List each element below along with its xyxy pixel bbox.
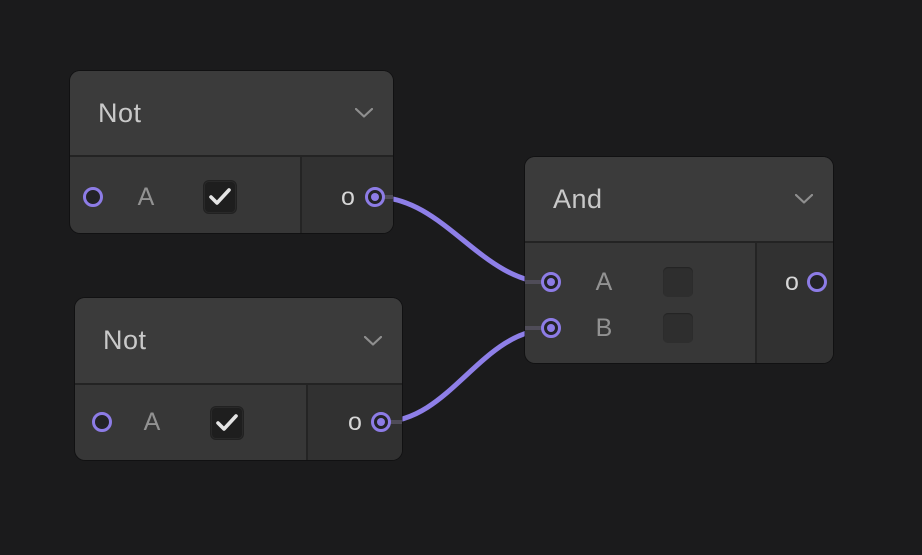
input-label: A <box>595 268 613 296</box>
checkbox-input-b[interactable] <box>663 313 693 343</box>
output-label: o <box>785 268 799 296</box>
node-title: Not <box>98 97 142 128</box>
section-divider <box>300 157 302 233</box>
node-header[interactable]: And <box>525 157 833 243</box>
node-title: Not <box>103 325 147 355</box>
node-header[interactable]: Not <box>70 71 393 157</box>
output-port-o[interactable] <box>371 412 391 432</box>
checkbox-input-a[interactable] <box>204 181 236 213</box>
output-label: o <box>348 408 362 436</box>
input-label: A <box>143 408 161 436</box>
checkbox-input-a[interactable] <box>211 407 243 439</box>
input-label: B <box>595 314 613 342</box>
output-section <box>757 243 833 363</box>
output-port-o[interactable] <box>365 187 385 207</box>
node-not-1[interactable]: Not A o <box>70 71 393 233</box>
chevron-down-icon[interactable] <box>364 335 382 346</box>
output-label: o <box>341 183 355 211</box>
checkmark-icon <box>216 414 238 431</box>
checkbox-input-a[interactable] <box>663 267 693 297</box>
checkmark-icon <box>209 188 231 205</box>
chevron-down-icon[interactable] <box>355 108 373 118</box>
wire-stub <box>525 280 551 284</box>
section-divider <box>755 243 757 363</box>
input-port-a[interactable] <box>83 187 103 207</box>
wire-stub <box>381 420 402 424</box>
node-header[interactable]: Not <box>75 298 402 385</box>
node-title: And <box>553 183 603 214</box>
input-port-a[interactable] <box>92 412 112 432</box>
input-port-a[interactable] <box>541 272 561 292</box>
node-and[interactable]: And A B o <box>525 157 833 363</box>
input-label: A <box>137 183 155 211</box>
section-divider <box>306 385 308 460</box>
node-not-2[interactable]: Not A o <box>75 298 402 460</box>
chevron-down-icon[interactable] <box>795 194 813 204</box>
output-port-o[interactable] <box>807 272 827 292</box>
input-port-b[interactable] <box>541 318 561 338</box>
wire-stub <box>525 326 551 330</box>
